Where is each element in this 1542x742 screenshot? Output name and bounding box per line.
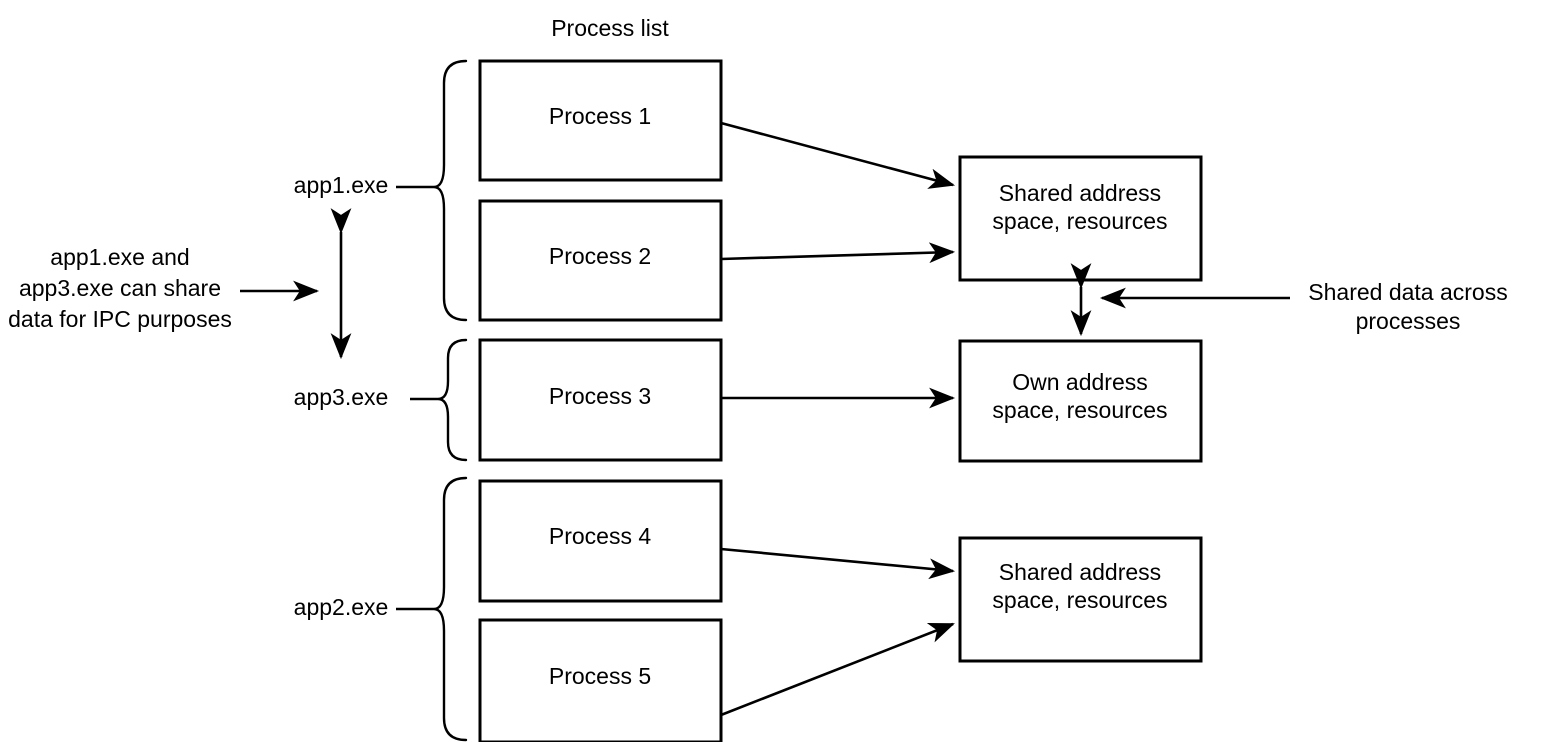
process-label-1: Process 1 [549, 103, 651, 129]
ipc-note-line3: data for IPC purposes [8, 306, 232, 332]
memory-label-shared-bottom-line2: space, resources [992, 587, 1167, 613]
memory-label-shared-bottom-line1: Shared address [999, 559, 1161, 585]
connector-process2-to-shared-top [720, 242, 956, 264]
app-label-app2: app2.exe [294, 594, 389, 620]
process-label-5: Process 5 [549, 663, 651, 689]
connector-process4-to-shared-bottom [720, 547, 956, 580]
ipc-note-line1: app1.exe and [50, 244, 189, 270]
process-label-3: Process 3 [549, 383, 651, 409]
connector-process1-to-shared-top [720, 121, 956, 189]
memory-label-shared-top-line1: Shared address [999, 180, 1161, 206]
memory-box-own[interactable] [958, 339, 1203, 463]
app-label-app3: app3.exe [294, 384, 389, 410]
process-box-3[interactable] [478, 338, 723, 462]
brace-app3 [437, 338, 468, 462]
process-box-2[interactable] [478, 199, 723, 322]
memory-box-shared-bottom[interactable] [958, 536, 1203, 663]
process-label-4: Process 4 [549, 523, 651, 549]
brace-app2 [433, 476, 468, 742]
memory-label-own-line2: space, resources [992, 397, 1167, 423]
process-box-5[interactable] [478, 618, 723, 742]
process-list-title: Process list [551, 15, 669, 41]
shared-note-line1: Shared data across [1308, 279, 1507, 305]
process-box-4[interactable] [478, 479, 723, 603]
memory-label-own-line1: Own address [1012, 369, 1148, 395]
memory-label-shared-top-line2: space, resources [992, 208, 1167, 234]
app-label-app1: app1.exe [294, 172, 389, 198]
process-label-2: Process 2 [549, 243, 651, 269]
process-box-1[interactable] [478, 59, 723, 182]
shared-note-line2: processes [1356, 308, 1461, 334]
connector-process5-to-shared-bottom [720, 622, 955, 717]
brace-app1 [433, 59, 468, 322]
ipc-note-line2: app3.exe can share [19, 275, 221, 301]
